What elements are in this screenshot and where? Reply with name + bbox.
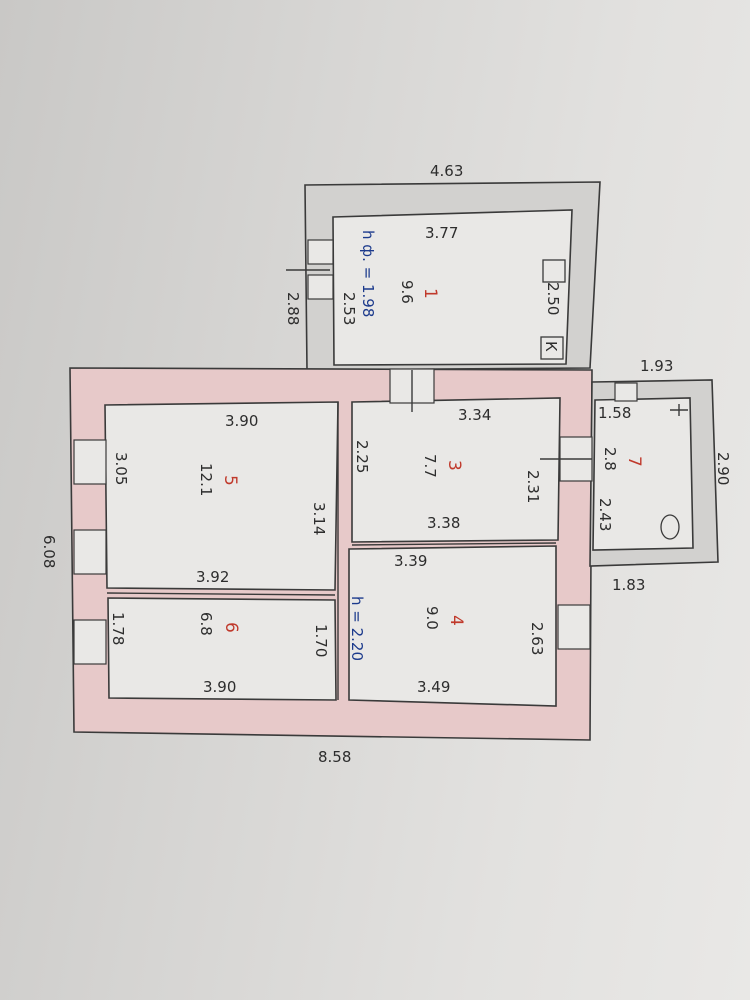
dim-room4-bottom: 3.49 — [417, 678, 450, 696]
room-3 — [351, 397, 561, 543]
dim-room5-left: 3.05 — [112, 452, 130, 485]
main-house — [69, 367, 593, 741]
room-5 — [104, 401, 339, 591]
room-5-area: 12.1 — [197, 463, 215, 496]
stove-box — [540, 336, 564, 360]
window-room5-2 — [73, 529, 107, 575]
dim-room5-right: 3.14 — [310, 502, 328, 535]
room-7 — [592, 397, 694, 551]
dim-room3-bottom: 3.38 — [427, 514, 460, 532]
room-4-number: 4 — [446, 615, 466, 626]
annex-height-note: h ф. = 1.98 — [359, 230, 377, 317]
partition-line-2 — [106, 592, 336, 596]
window-room5-1 — [73, 439, 107, 485]
room-3-area: 7.7 — [421, 454, 439, 478]
dim-annex-right: 2.50 — [544, 282, 562, 315]
dim-room3-top: 3.34 — [458, 406, 491, 424]
room-7-area: 2.8 — [601, 447, 619, 471]
dim-bath-inner-top: 1.58 — [598, 404, 631, 422]
dim-room3-right: 2.31 — [524, 470, 542, 503]
room-4 — [348, 545, 557, 707]
window-annex-2 — [307, 274, 334, 300]
bathroom-annex — [589, 379, 719, 567]
window-annex-1 — [307, 239, 334, 265]
partition-line-3 — [351, 542, 557, 546]
room-5-number: 5 — [220, 475, 240, 486]
dim-room4-right: 2.63 — [528, 622, 546, 655]
room-3-number: 3 — [444, 460, 464, 471]
dim-top-inner: 3.77 — [425, 224, 458, 242]
room-4-area: 9.0 — [423, 606, 441, 630]
room4-height-note: h = 2.20 — [348, 596, 366, 661]
dim-total-height: 6.08 — [40, 535, 58, 568]
room-6 — [107, 597, 337, 701]
room-6-number: 6 — [221, 622, 241, 633]
dim-room6-right: 1.70 — [312, 624, 330, 657]
window-bath — [614, 382, 638, 402]
room-6-area: 6.8 — [197, 612, 215, 636]
dim-bath-top: 1.93 — [640, 357, 673, 375]
sink-icon — [670, 404, 688, 416]
stove-mark: К — [542, 341, 560, 352]
dim-annex-outer: 2.88 — [284, 292, 302, 325]
dim-room3-left: 2.25 — [353, 440, 371, 473]
dim-bath-height: 2.90 — [714, 452, 732, 485]
room-7-number: 7 — [624, 456, 644, 467]
dim-bath-bottom: 1.83 — [612, 576, 645, 594]
dim-room6-left: 1.78 — [109, 612, 127, 645]
dim-room5-top: 3.90 — [225, 412, 258, 430]
dim-bath-inner-right: 2.43 — [596, 498, 614, 531]
dim-partition: 3.92 — [196, 568, 229, 586]
annex — [304, 181, 601, 371]
notes: h ф. = 1.98 h = 2.20 К — [348, 230, 560, 661]
dim-annex-inner: 2.53 — [340, 292, 358, 325]
dim-room6-bottom: 3.90 — [203, 678, 236, 696]
dim-total-width: 8.58 — [318, 748, 351, 766]
dimension-labels: 4.63 3.77 2.88 2.53 2.50 3.90 3.05 3.14 … — [40, 162, 732, 766]
window-room6 — [73, 619, 107, 665]
room-labels: 1 9.6 3 7.7 4 9.0 5 12.1 6 6.8 7 2.8 — [197, 280, 644, 636]
room-1 — [332, 209, 573, 366]
dim-top-width: 4.63 — [430, 162, 463, 180]
stove-icon — [542, 259, 566, 283]
room-1-number: 1 — [420, 288, 440, 299]
toilet-icon — [660, 514, 680, 540]
dim-room4-top: 3.39 — [394, 552, 427, 570]
room-1-area: 9.6 — [398, 280, 416, 304]
openings — [73, 239, 638, 665]
window-room4 — [557, 604, 591, 650]
